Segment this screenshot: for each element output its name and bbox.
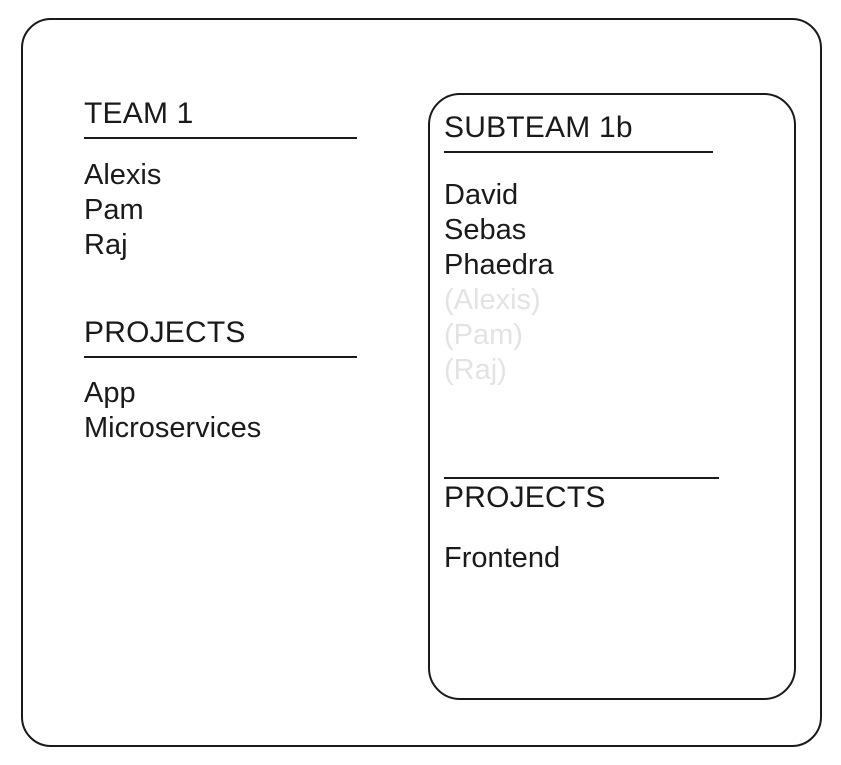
team-member: Alexis	[84, 159, 162, 191]
subteam-member: Sebas	[444, 214, 527, 246]
subteam-projects-rule	[444, 477, 719, 479]
subteam-member-inherited: (Raj)	[444, 354, 507, 386]
subteam-projects-header: PROJECTS	[444, 477, 719, 515]
subteam-project-list: Frontend	[444, 541, 560, 576]
team-project-list: App Microservices	[84, 376, 261, 446]
subteam-member: David	[444, 179, 519, 211]
subteam-title-rule	[444, 151, 713, 153]
subteam-title: SUBTEAM 1b	[444, 111, 633, 144]
subteam-member: Phaedra	[444, 249, 554, 281]
team-title: TEAM 1	[84, 97, 194, 130]
team-member: Pam	[84, 194, 144, 226]
subteam-project: Frontend	[444, 542, 561, 574]
team-header: TEAM 1	[84, 97, 357, 139]
subteam-member-list: David Sebas Phaedra (Alexis) (Pam) (Raj)	[444, 178, 554, 388]
team-project: Microservices	[84, 412, 262, 444]
team-member: Raj	[84, 229, 128, 261]
subteam-member-inherited: (Pam)	[444, 319, 523, 351]
team-projects-title: PROJECTS	[84, 316, 246, 349]
team-projects-header: PROJECTS	[84, 316, 357, 358]
subteam-member-inherited: (Alexis)	[444, 284, 541, 316]
subteam-header: SUBTEAM 1b	[444, 111, 713, 153]
team-project: App	[84, 377, 136, 409]
team-projects-rule	[84, 356, 357, 358]
team-title-rule	[84, 137, 357, 139]
team-member-list: Alexis Pam Raj	[84, 158, 161, 263]
team-container: TEAM 1 Alexis Pam Raj PROJECTS App Micro…	[21, 18, 822, 747]
subteam-container	[428, 93, 796, 700]
subteam-projects-title: PROJECTS	[444, 481, 606, 514]
